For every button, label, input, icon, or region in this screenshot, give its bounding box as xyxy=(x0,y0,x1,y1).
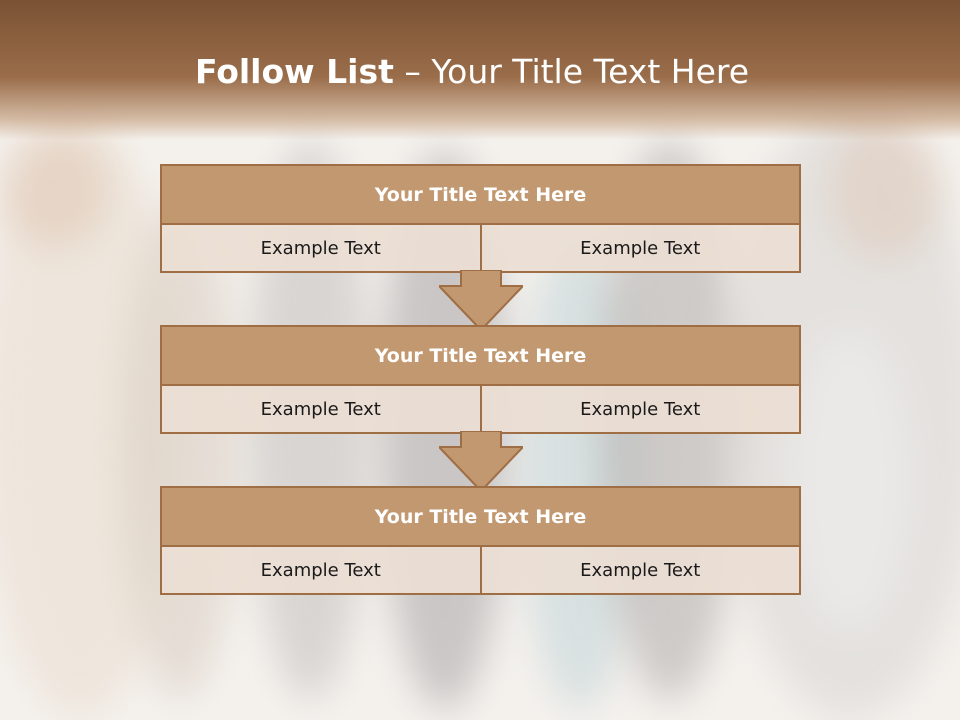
step-block-title: Your Title Text Here xyxy=(162,166,799,225)
step-block-3: Your Title Text Here Example Text Exampl… xyxy=(160,486,801,595)
step-block-row: Example Text Example Text xyxy=(162,386,799,432)
step-cell-right: Example Text xyxy=(479,225,800,271)
slide-title-rest: – Your Title Text Here xyxy=(393,52,750,91)
step-block-1: Your Title Text Here Example Text Exampl… xyxy=(160,164,801,273)
down-arrow-icon xyxy=(439,270,523,332)
step-cell-left: Example Text xyxy=(260,237,381,259)
step-cell-left: Example Text xyxy=(260,559,381,581)
step-block-2: Your Title Text Here Example Text Exampl… xyxy=(160,325,801,434)
step-block-row: Example Text Example Text xyxy=(162,225,799,271)
step-block-title: Your Title Text Here xyxy=(162,488,799,547)
step-cell-right: Example Text xyxy=(479,386,800,432)
step-cell-left: Example Text xyxy=(260,398,381,420)
step-block-row: Example Text Example Text xyxy=(162,547,799,593)
step-cell-right: Example Text xyxy=(479,547,800,593)
slide-title-bold: Follow List xyxy=(194,52,394,91)
title-bar xyxy=(0,0,960,140)
slide-title: Follow List – Your Title Text Here xyxy=(0,52,944,91)
down-arrow-icon xyxy=(439,431,523,493)
step-block-title: Your Title Text Here xyxy=(162,327,799,386)
